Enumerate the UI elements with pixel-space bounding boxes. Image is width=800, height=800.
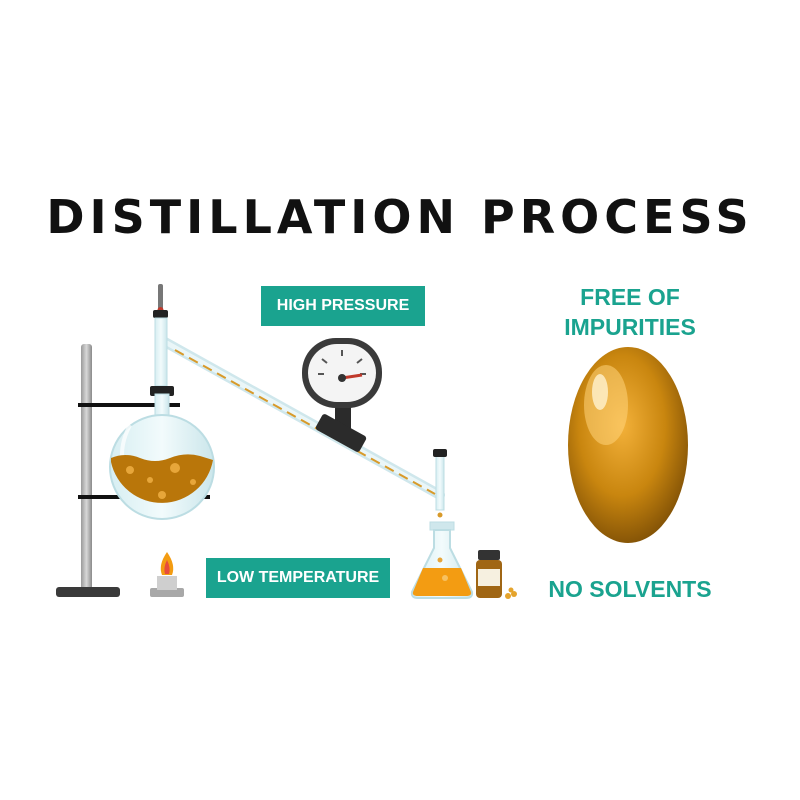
boiling-flask bbox=[109, 393, 215, 520]
free-of-impurities-label: FREE OF IMPURITIES bbox=[530, 282, 730, 342]
flask-neck bbox=[154, 317, 168, 387]
page-title: DISTILLATION PROCESS bbox=[46, 190, 754, 244]
no-solvents-label: NO SOLVENTS bbox=[548, 576, 712, 602]
free-of-impurities-line1: FREE OF bbox=[580, 284, 680, 310]
low-temperature-label: LOW TEMPERATURE bbox=[206, 558, 390, 598]
high-pressure-label: HIGH PRESSURE bbox=[261, 286, 425, 326]
pressure-gauge bbox=[302, 338, 382, 452]
receiving-flask bbox=[410, 521, 474, 599]
thermometer bbox=[153, 284, 168, 318]
burner bbox=[150, 552, 184, 597]
softgel-capsule bbox=[568, 347, 688, 543]
supplement-bottle bbox=[476, 550, 517, 599]
drip-tube bbox=[433, 449, 447, 518]
free-of-impurities-line2: IMPURITIES bbox=[564, 314, 696, 340]
condenser-tube bbox=[160, 337, 445, 500]
